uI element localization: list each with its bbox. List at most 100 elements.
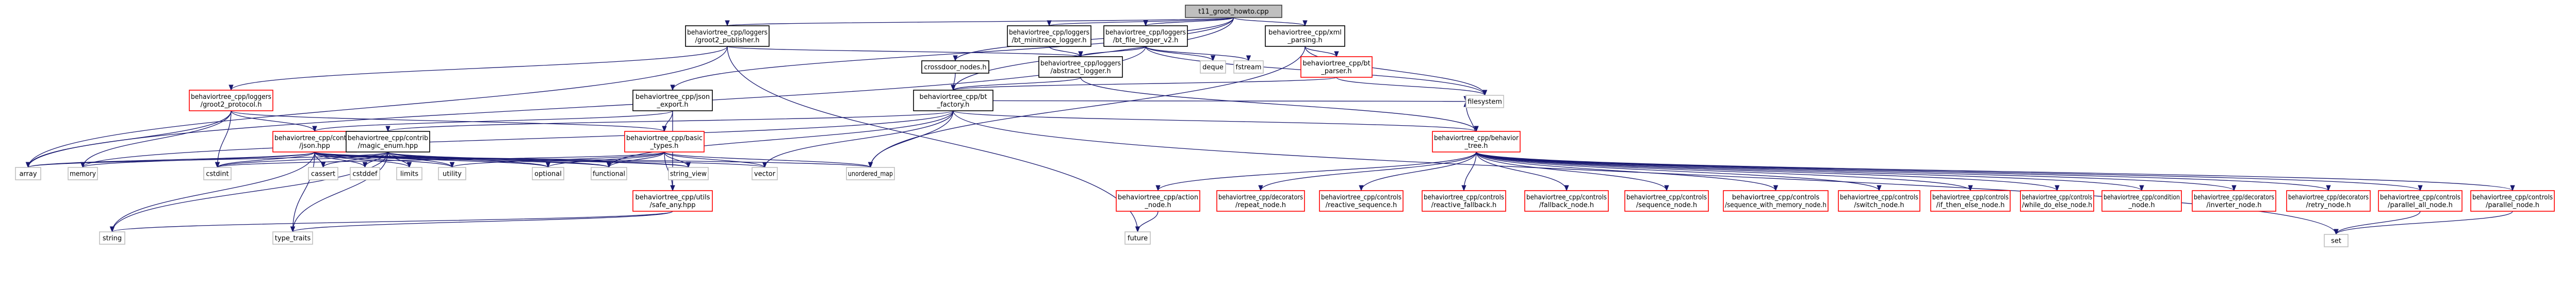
node-label: behaviortree_cpp/behavior [1434, 134, 1519, 142]
node-abstract-logger[interactable]: behaviortree_cpp/loggers/abstract_logger… [1038, 56, 1123, 78]
node-box [2286, 190, 2371, 212]
edge-behavior_tree-to-condition_node [1476, 151, 2144, 192]
node-label: /bt_file_logger_v2.h [1113, 37, 1179, 44]
node-cassert: cassert [308, 167, 338, 180]
node-behavior-tree[interactable]: behaviortree_cpp/behavior_tree.h [1432, 131, 1521, 153]
node-bt-factory[interactable]: behaviortree_cpp/bt_factory.h [913, 90, 993, 111]
node-box [99, 231, 125, 245]
node-label: /reactive_fallback.h [1431, 201, 1496, 209]
node-inverter-node[interactable]: behaviortree_cpp/decorators/inverter_nod… [2192, 190, 2276, 212]
node-magic-enum[interactable]: behaviortree_cpp/contrib/magic_enum.hpp [346, 131, 430, 153]
node-reactive-fb[interactable]: behaviortree_cpp/controls/reactive_fallb… [1422, 190, 1506, 212]
node-crossdoor[interactable]: crossdoor_nodes.h [921, 60, 989, 74]
edge-json_hpp-to-limits [314, 151, 412, 168]
node-box [1422, 190, 1506, 212]
node-label: memory [70, 171, 96, 178]
node-safe-any[interactable]: behaviortree_cpp/utils/safe_any.hpp [632, 190, 713, 212]
edge-magic_enum-to-string [109, 151, 388, 233]
node-box [15, 167, 41, 180]
node-memory: memory [68, 167, 98, 180]
node-label: behaviortree_cpp/condition [2104, 194, 2180, 201]
node-box [2470, 190, 2555, 212]
node-label: _node.h [1144, 201, 1171, 209]
node-minitrace[interactable]: behaviortree_cpp/loggers/bt_minitrace_lo… [1007, 25, 1091, 47]
node-box [2324, 234, 2349, 247]
node-box [1116, 190, 1200, 212]
edge-magic_enum-to-type_traits [290, 151, 388, 233]
node-label: _export.h [657, 101, 689, 109]
node-repeat-node[interactable]: behaviortree_cpp/decorators/repeat_node.… [1216, 190, 1305, 212]
node-seq-mem-node[interactable]: behaviortree_cpp/controls/sequence_with_… [1723, 190, 1829, 212]
edge-magic_enum-to-string_view [387, 151, 691, 168]
node-parallel-node[interactable]: behaviortree_cpp/controls/parallel_node.… [2470, 190, 2555, 212]
node-label: cstddef [352, 171, 378, 178]
node-box [632, 90, 713, 111]
node-file-logger[interactable]: behaviortree_cpp/loggers/bt_file_logger_… [1103, 25, 1188, 47]
node-label: behaviortree_cpp/basic [626, 134, 703, 142]
node-box [1216, 190, 1305, 212]
edge-behavior_tree-to-parallel_node [1476, 151, 2515, 192]
node-json-hpp[interactable]: behaviortree_cpp/contrib/json.hpp [272, 131, 357, 153]
edge-parallel_node-to-set [2334, 211, 2513, 235]
node-label: string [103, 235, 122, 243]
node-label: optional [534, 171, 562, 178]
node-label: _parser.h [1320, 67, 1351, 75]
node-root[interactable]: t11_groot_howto.cpp [1185, 5, 1282, 18]
node-if-then-else[interactable]: behaviortree_cpp/controls/if_then_else_n… [1930, 190, 2011, 212]
node-box [1103, 25, 1188, 47]
node-label: /json.hpp [299, 142, 330, 150]
node-fallback-node[interactable]: behaviortree_cpp/controls/fallback_node.… [1524, 190, 1609, 212]
node-label: cstdint [206, 171, 229, 178]
node-reactive-seq[interactable]: behaviortree_cpp/controls/reactive_seque… [1319, 190, 1404, 212]
edge-groot2_pub-to-groot2_protocol [229, 46, 728, 91]
node-label: unordered_map [848, 171, 893, 178]
node-groot2-protocol[interactable]: behaviortree_cpp/loggers/groot2_protocol… [189, 90, 273, 111]
edge-xml_parsing-to-bt_parser [1305, 46, 1339, 58]
edge-xml_parsing-to-filesystem [1305, 46, 1488, 96]
node-action-node[interactable]: behaviortree_cpp/action_node.h [1116, 190, 1200, 212]
edge-xml_parsing-to-unordered_map [868, 46, 1306, 168]
node-box [346, 131, 430, 153]
edge-basic_types-to-utility [450, 151, 665, 168]
node-label: filesystem [1468, 98, 1502, 106]
node-label: behaviortree_cpp/controls [1732, 194, 1820, 201]
node-xml-parsing[interactable]: behaviortree_cpp/xml_parsing.h [1265, 25, 1345, 47]
node-label: array [19, 171, 37, 178]
node-box [1300, 56, 1373, 78]
node-groot2-pub[interactable]: behaviortree_cpp/loggers/groot2_publishe… [685, 25, 770, 47]
node-switch-node[interactable]: behaviortree_cpp/controls/switch_node.h [1838, 190, 1920, 212]
edge-safe_any-to-string [110, 211, 673, 233]
node-retry-node[interactable]: behaviortree_cpp/decorators/retry_node.h [2286, 190, 2371, 212]
node-unordered-map: unordered_map [846, 167, 895, 180]
node-label: behaviortree_cpp/controls [1932, 194, 2009, 201]
node-vector: vector [752, 167, 778, 180]
node-label: behaviortree_cpp/decorators [1218, 194, 1303, 201]
edge-json_hpp-to-cstdint [215, 151, 315, 168]
node-sequence-node[interactable]: behaviortree_cpp/controls/sequence_node.… [1624, 190, 1709, 212]
node-box [272, 131, 357, 153]
node-label: behaviortree_cpp/contrib [348, 134, 428, 142]
node-label: cassert [311, 171, 335, 178]
node-json-export[interactable]: behaviortree_cpp/json_export.h [632, 90, 713, 111]
node-box [189, 90, 273, 111]
edge-abstract_logger-to-bt_factory [951, 77, 1081, 91]
edge-file_logger-to-abstract_logger [1078, 46, 1146, 58]
node-box [2101, 190, 2182, 212]
node-parallel-all[interactable]: behaviortree_cpp/controls/parallel_all_n… [2378, 190, 2463, 212]
node-box [1930, 190, 2011, 212]
node-label: future [1128, 235, 1148, 243]
edge-magic_enum-to-utility [387, 151, 455, 168]
node-bt-parser[interactable]: behaviortree_cpp/bt_parser.h [1300, 56, 1373, 78]
node-label: /parallel_node.h [2486, 201, 2539, 209]
node-label: /magic_enum.hpp [358, 142, 418, 150]
node-basic-types[interactable]: behaviortree_cpp/basic_types.h [624, 131, 705, 153]
edge-bt_parser-to-bt_factory [951, 77, 1337, 91]
node-box [685, 25, 770, 47]
node-label: behaviortree_cpp/utils [635, 194, 710, 201]
node-box [1838, 190, 1920, 212]
node-label: behaviortree_cpp/loggers [687, 29, 768, 37]
node-while-do-else[interactable]: behaviortree_cpp/controls/while_do_else_… [2020, 190, 2094, 212]
node-label: behaviortree_cpp/loggers [1009, 29, 1089, 37]
node-condition-node[interactable]: behaviortree_cpp/condition_node.h [2101, 190, 2182, 212]
